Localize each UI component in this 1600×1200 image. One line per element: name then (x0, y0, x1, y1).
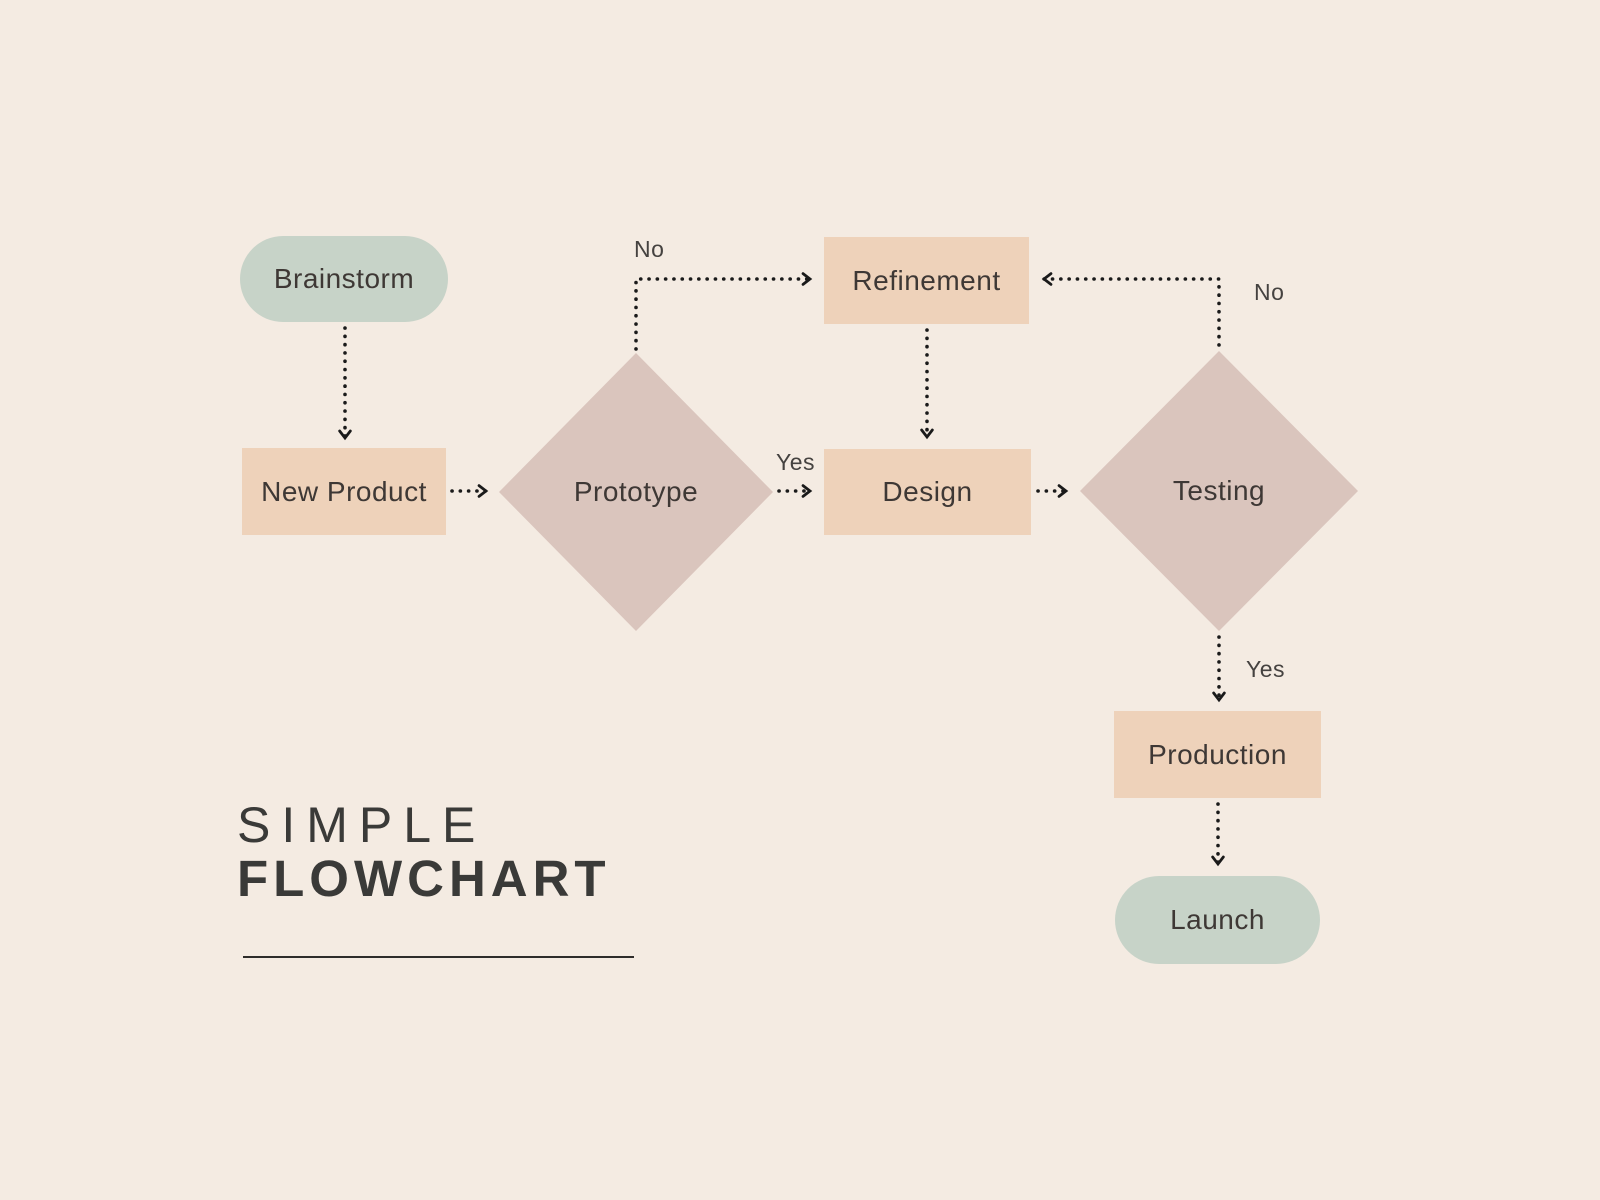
edge-label-prototype-yes: Yes (776, 449, 816, 475)
node-production: Production (1114, 711, 1321, 798)
node-launch: Launch (1115, 876, 1320, 964)
edge-testing-refinement-no (1041, 272, 1221, 347)
node-new-product: New Product (242, 448, 446, 535)
edge-label-testing-yes: Yes (1246, 656, 1286, 682)
node-design: Design (824, 449, 1031, 535)
node-launch-label: Launch (1170, 904, 1265, 935)
page-title-line1: SIMPLE (237, 797, 487, 853)
node-testing: Testing (1080, 351, 1358, 631)
edge-prototype-refinement-no (634, 272, 813, 351)
node-production-label: Production (1148, 738, 1287, 770)
node-testing-label: Testing (1172, 475, 1266, 506)
edge-label-testing-no: No (1254, 279, 1285, 305)
node-prototype-label: Prototype (573, 476, 699, 507)
node-new-product-label: New Product (261, 475, 427, 507)
title-block: SIMPLE FLOWCHART (237, 800, 611, 907)
node-design-label: Design (882, 476, 973, 507)
node-brainstorm-label: Brainstorm (273, 263, 415, 294)
node-brainstorm: Brainstorm (240, 236, 448, 322)
node-prototype: Prototype (499, 353, 773, 631)
title-underline (243, 956, 634, 958)
node-refinement-label: Refinement (852, 264, 1001, 296)
node-refinement: Refinement (824, 237, 1029, 324)
page-title-line2: FLOWCHART (237, 850, 611, 907)
edge-label-prototype-no: No (634, 236, 665, 262)
